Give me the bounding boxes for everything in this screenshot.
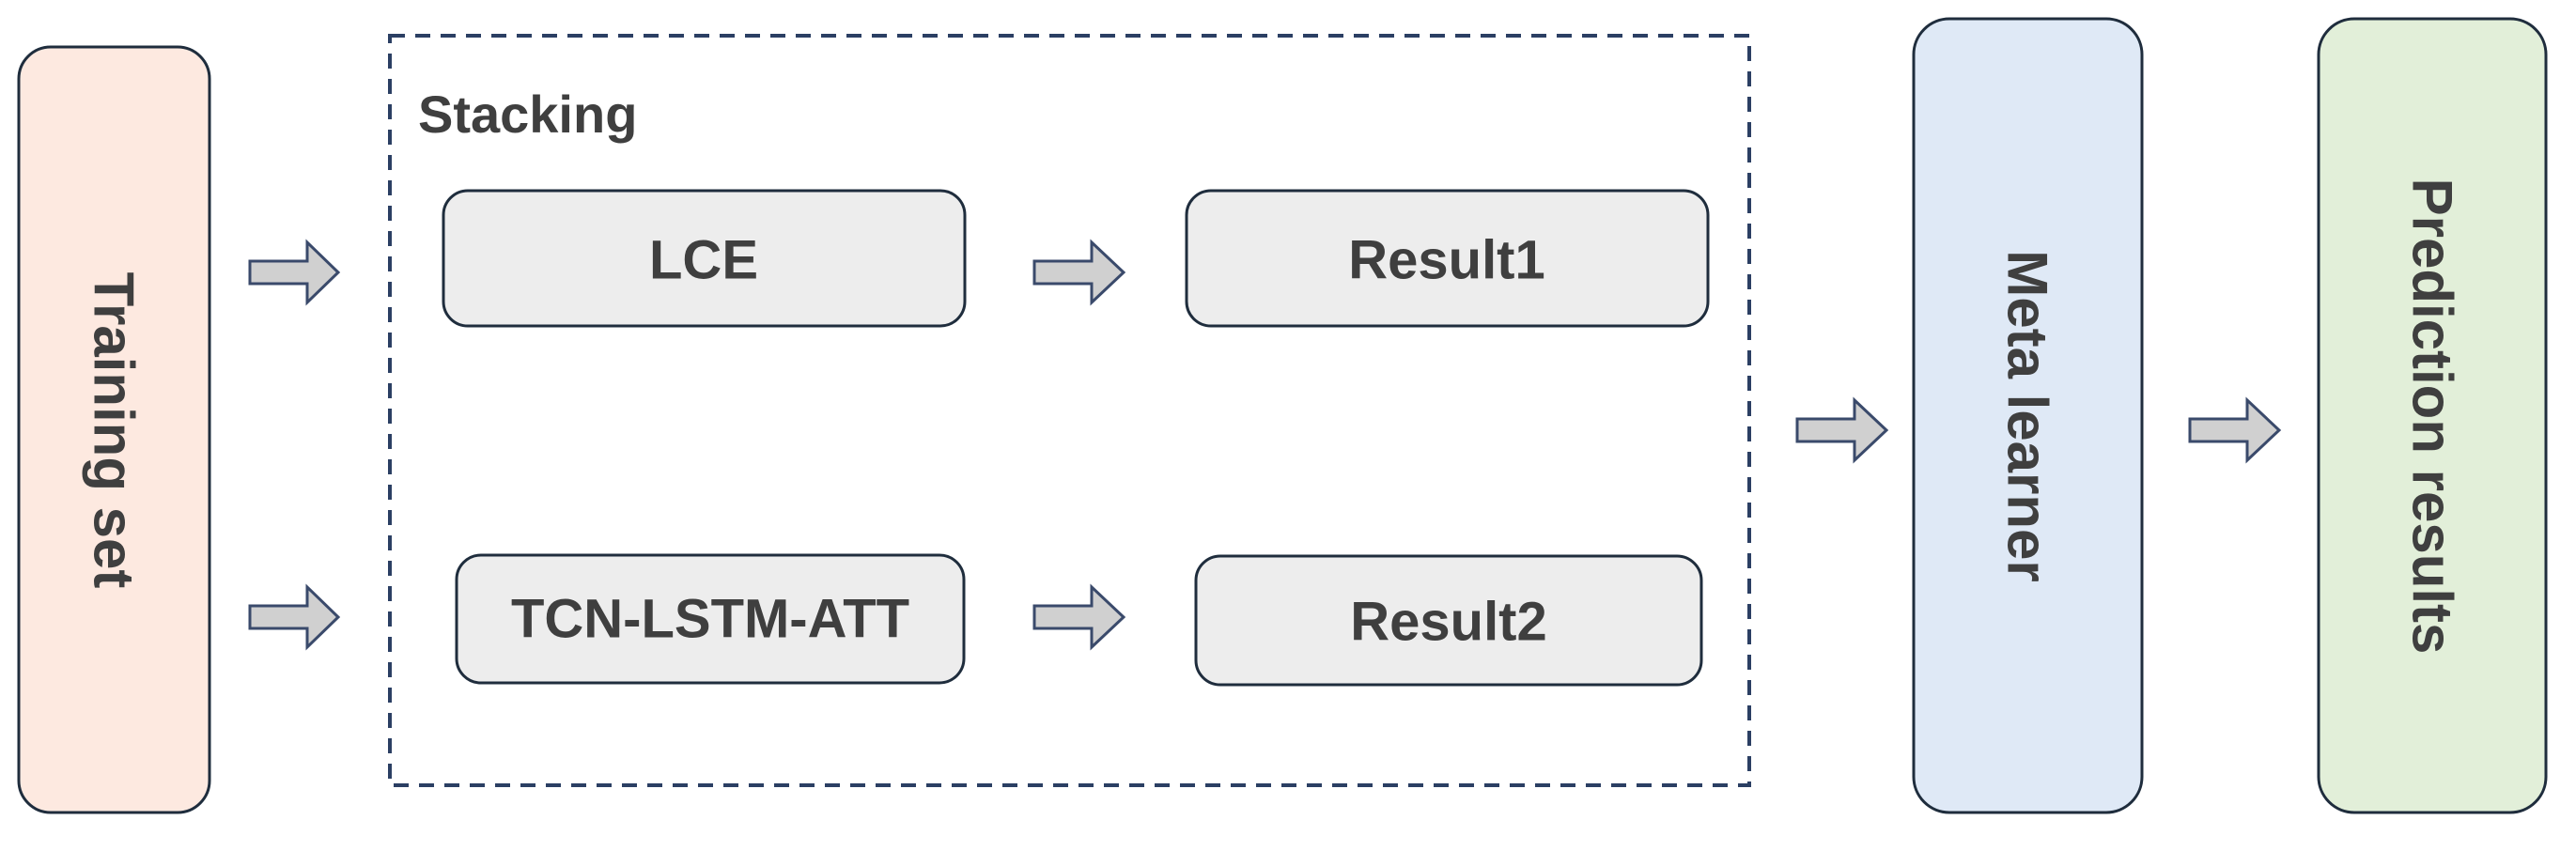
- tcn-lstm-att-box: [455, 553, 966, 685]
- result2-label: Result2: [1350, 592, 1547, 653]
- result1-box: [1185, 189, 1710, 328]
- lce-box: [442, 189, 967, 328]
- arrow-to-tcn: [248, 583, 341, 651]
- arrow-to-prediction: [2188, 396, 2282, 464]
- lce-label: LCE: [649, 230, 758, 291]
- prediction-results-label: Prediction results: [2401, 178, 2464, 655]
- meta-learner-box: [1912, 17, 2144, 814]
- result2-box: [1194, 554, 1703, 687]
- arrow-tcn-to-result2: [1032, 583, 1126, 651]
- arrow-to-meta-learner: [1795, 396, 1889, 464]
- arrow-lce-to-result1: [1032, 239, 1126, 306]
- stacking-label: Stacking: [418, 85, 637, 144]
- arrow-to-lce: [248, 239, 341, 306]
- meta-learner-label: Meta learner: [1996, 250, 2059, 582]
- result1-label: Result1: [1348, 230, 1545, 291]
- prediction-results-box: [2317, 17, 2548, 814]
- training-set-box: [17, 45, 211, 814]
- tcn-lstm-att-label: TCN-LSTM-ATT: [511, 589, 909, 650]
- training-set-label: Training set: [83, 272, 146, 589]
- stacking-container: [388, 34, 1751, 787]
